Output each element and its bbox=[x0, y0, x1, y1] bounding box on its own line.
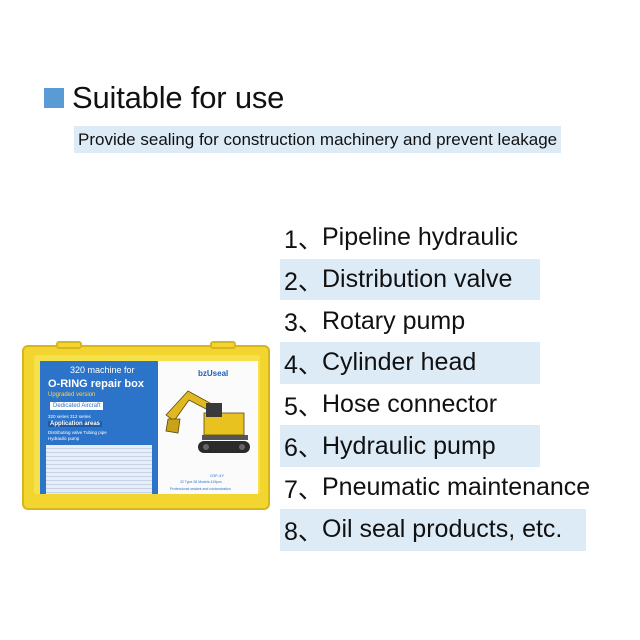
size-table bbox=[46, 445, 152, 494]
list-item: 6、Hydraulic pump bbox=[280, 425, 540, 468]
list-item: 7、Pneumatic maintenance bbox=[284, 473, 591, 504]
section-title: Suitable for use bbox=[72, 80, 285, 115]
box-latch bbox=[56, 341, 82, 349]
bullet-square-icon bbox=[44, 88, 64, 108]
box-inner: 320 machine for O-RING repair box Upgrad… bbox=[34, 355, 260, 494]
label-right-panel: bzUseal G3F-4Y 32 Type 28 Models 419pcs … bbox=[158, 361, 258, 494]
oring-repair-box-image: 320 machine for O-RING repair box Upgrad… bbox=[22, 341, 270, 510]
list-item: 3、Rotary pump bbox=[284, 306, 466, 338]
section-heading: Suitable for use bbox=[44, 80, 284, 116]
list-item: 8、Oil seal products, etc. bbox=[280, 508, 586, 551]
list-item: 2、Distribution valve bbox=[280, 258, 540, 301]
brand-logo: bzUseal bbox=[198, 369, 229, 378]
list-item: 1、Pipeline hydraulic bbox=[284, 223, 518, 254]
excavator-icon bbox=[165, 390, 250, 453]
list-item: 4、Cylinder head bbox=[280, 342, 540, 384]
label-left-panel: 320 machine for O-RING repair box Upgrad… bbox=[40, 361, 158, 494]
section-subtitle: Provide sealing for construction machine… bbox=[74, 126, 562, 153]
uses-list: 1、Pipeline hydraulic 2、Distribution valv… bbox=[280, 217, 590, 551]
box-latch bbox=[210, 341, 236, 349]
list-item: 5、Hose connector bbox=[284, 390, 498, 421]
